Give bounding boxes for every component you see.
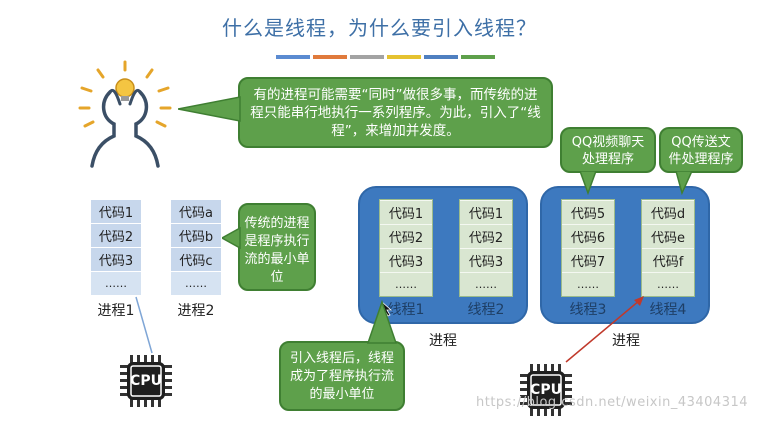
thread1-code-stack: 代码1 代码2 代码3 …… [379, 199, 433, 297]
code-cell: 代码7 [562, 248, 614, 272]
code-cell: 代码f [642, 248, 694, 272]
code-cell: …… [91, 271, 141, 295]
process2-code-stack: 代码a 代码b 代码c …… [171, 199, 221, 295]
title-accent-bar-3 [350, 55, 384, 59]
title-accent-bar-1 [276, 55, 310, 59]
code-cell: 代码5 [562, 200, 614, 224]
code-cell: 代码a [171, 199, 221, 223]
code-cell: 代码e [642, 224, 694, 248]
title-accent-bar-2 [313, 55, 347, 59]
thread-callout: 引入线程后，线程成为了程序执行流的最小单位 [279, 341, 405, 411]
code-cell: 代码3 [460, 248, 512, 272]
code-cell: 代码c [171, 247, 221, 271]
code-cell: 代码d [642, 200, 694, 224]
bottom-callout-pointer [366, 300, 398, 344]
code-cell: 代码1 [91, 199, 141, 223]
code-cell: 代码6 [562, 224, 614, 248]
code-cell: …… [460, 272, 512, 296]
watermark-url: https://blog.csdn.net/weixin_43404314 [476, 395, 749, 410]
page-title: 什么是线程，为什么要引入线程？ [222, 16, 537, 40]
cpu-to-thread-arrow [565, 296, 644, 363]
code-cell: …… [171, 271, 221, 295]
code-cell: 代码1 [380, 200, 432, 224]
cpu-to-process-connector [135, 296, 153, 354]
cpu-chip-icon-right [520, 364, 572, 416]
thread3-code-stack: 代码5 代码6 代码7 …… [561, 199, 615, 297]
code-cell: 代码3 [380, 248, 432, 272]
cpu-label-right: CPU [530, 382, 562, 398]
main-callout: 有的进程可能需要“同时”做很多事，而传统的进程只能串行地执行一系列程序。为此，引… [238, 77, 553, 148]
qq-file-callout-pointer [675, 171, 693, 195]
code-cell: 代码2 [460, 224, 512, 248]
side-callout-pointer [222, 226, 241, 250]
code-cell: …… [562, 272, 614, 296]
code-cell: 代码2 [91, 223, 141, 247]
thread1-label: 线程1 [387, 302, 425, 318]
code-cell: …… [642, 272, 694, 296]
code-cell: 代码1 [460, 200, 512, 224]
thread2-label: 线程2 [467, 302, 505, 318]
code-cell: 代码2 [380, 224, 432, 248]
process-a-label: 进程 [429, 333, 457, 349]
code-cell: …… [380, 272, 432, 296]
cpu-chip-icon [120, 355, 172, 407]
title-accent-bar-6 [461, 55, 495, 59]
thread4-label: 线程4 [649, 302, 687, 318]
qq-video-callout: QQ视频聊天处理程序 [560, 127, 656, 173]
title-accent-bar-5 [424, 55, 458, 59]
title-accent-bar-4 [387, 55, 421, 59]
process-b-label: 进程 [612, 333, 640, 349]
main-callout-pointer [178, 96, 241, 122]
qq-video-callout-pointer [579, 171, 597, 195]
code-cell: 代码3 [91, 247, 141, 271]
thread3-label: 线程3 [569, 302, 607, 318]
qq-file-callout: QQ传送文件处理程序 [659, 127, 743, 173]
process1-label: 进程1 [97, 303, 135, 319]
cpu-label: CPU [130, 373, 162, 389]
thread4-code-stack: 代码d 代码e 代码f …… [641, 199, 695, 297]
process1-code-stack: 代码1 代码2 代码3 …… [91, 199, 141, 295]
thread2-code-stack: 代码1 代码2 代码3 …… [459, 199, 513, 297]
process2-label: 进程2 [177, 303, 215, 319]
traditional-process-callout: 传统的进程是程序执行流的最小单位 [238, 203, 316, 291]
thinking-person-lightbulb-icon [78, 60, 172, 168]
code-cell: 代码b [171, 223, 221, 247]
